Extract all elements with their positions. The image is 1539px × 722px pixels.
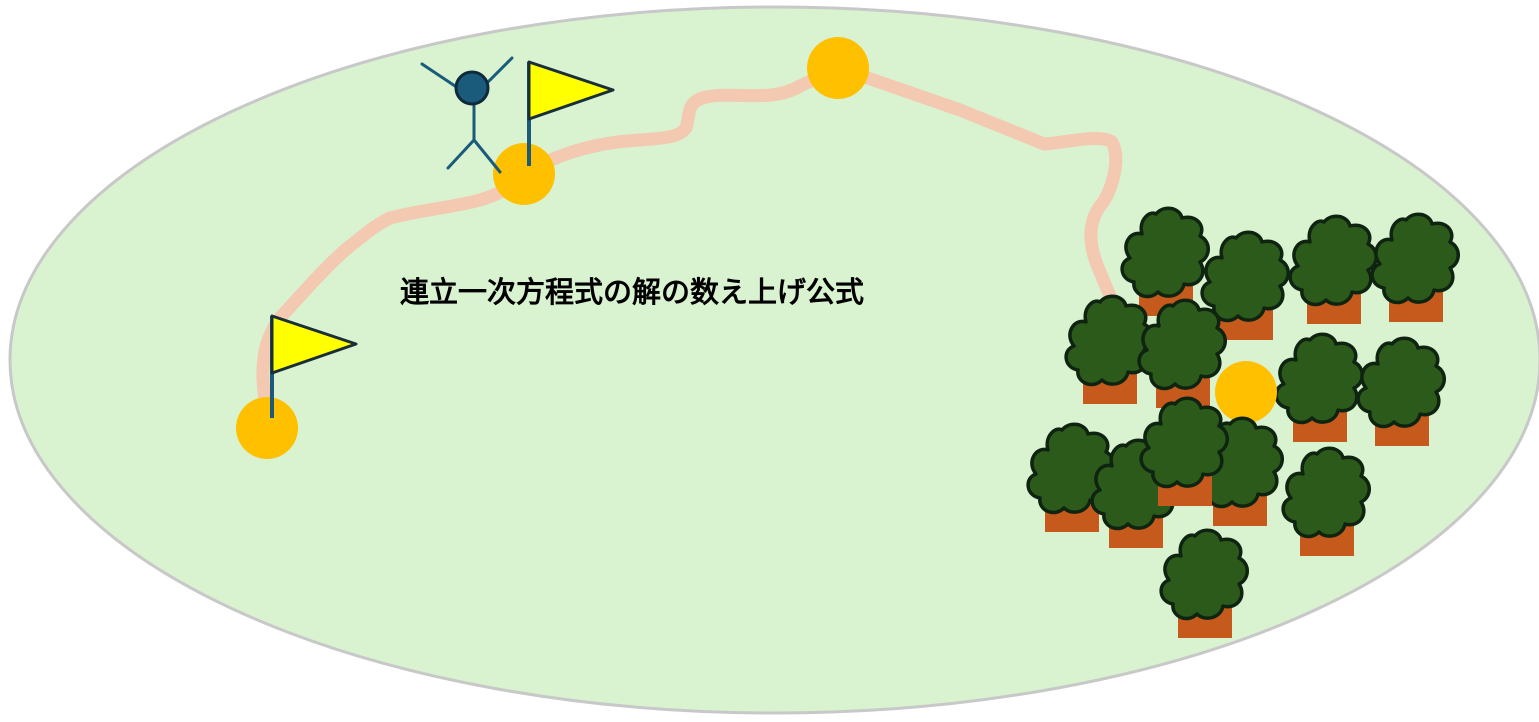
middle-flag-icon: [527, 60, 615, 166]
person-icon: [420, 56, 514, 174]
forest: [1026, 206, 1461, 640]
waypoint-start: [236, 397, 298, 459]
waypoint-second: [493, 143, 555, 205]
waypoint-forest: [1215, 361, 1277, 423]
start-flag-icon: [270, 314, 358, 418]
diagram-title: 連立一次方程式の解の数え上げ公式: [400, 275, 864, 309]
waypoint-top: [807, 37, 869, 99]
trail-path: [256, 61, 1123, 435]
